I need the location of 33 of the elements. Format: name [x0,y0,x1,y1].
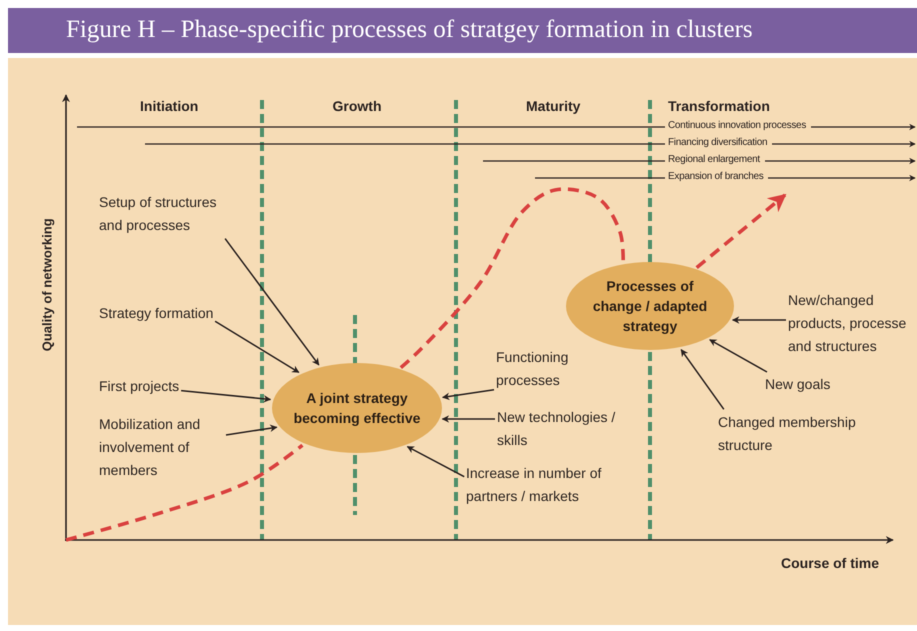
factor-label: Changed membership structure [718,411,883,457]
phase-heading: Initiation [140,98,198,115]
factor-label: New goals [765,373,830,396]
arrow [226,424,278,436]
factor-label: New/changed products, processe and structures [788,289,917,358]
arrow [442,389,494,400]
arrow [442,415,495,423]
phase-heading: Maturity [526,98,580,115]
arrow [224,238,320,366]
axis-title: Quality of networking [39,218,55,352]
factor-label: Setup of structures and processes [99,191,239,237]
arrow [709,339,768,373]
factor-label: Increase in number of partners / markets [466,462,631,508]
arrow [181,390,272,403]
phase-heading: Growth [332,98,382,115]
process-label: Expansion of branches [668,171,764,183]
factor-label: New technologies / skills [497,406,637,452]
development-curve [400,187,625,369]
figure-title: Figure H – Phase-specific processes of stratgey formation in clusters [66,16,753,44]
factor-label: Strategy formation [99,302,214,325]
factor-label: First projects [99,375,180,398]
arrow [732,316,786,324]
development-curve [696,194,786,269]
factor-label: Mobilization and involvement of members [99,413,224,482]
phase-heading: Transformation [668,98,770,115]
process-label: Continuous innovation processes [668,120,806,132]
arrow [214,320,300,374]
arrow [680,349,724,410]
process-label: Regional enlargement [668,154,760,166]
arrow [406,446,465,478]
axis-title: Course of time [781,555,880,572]
process-label: Financing diversification [668,137,768,149]
development-curve [66,444,304,542]
